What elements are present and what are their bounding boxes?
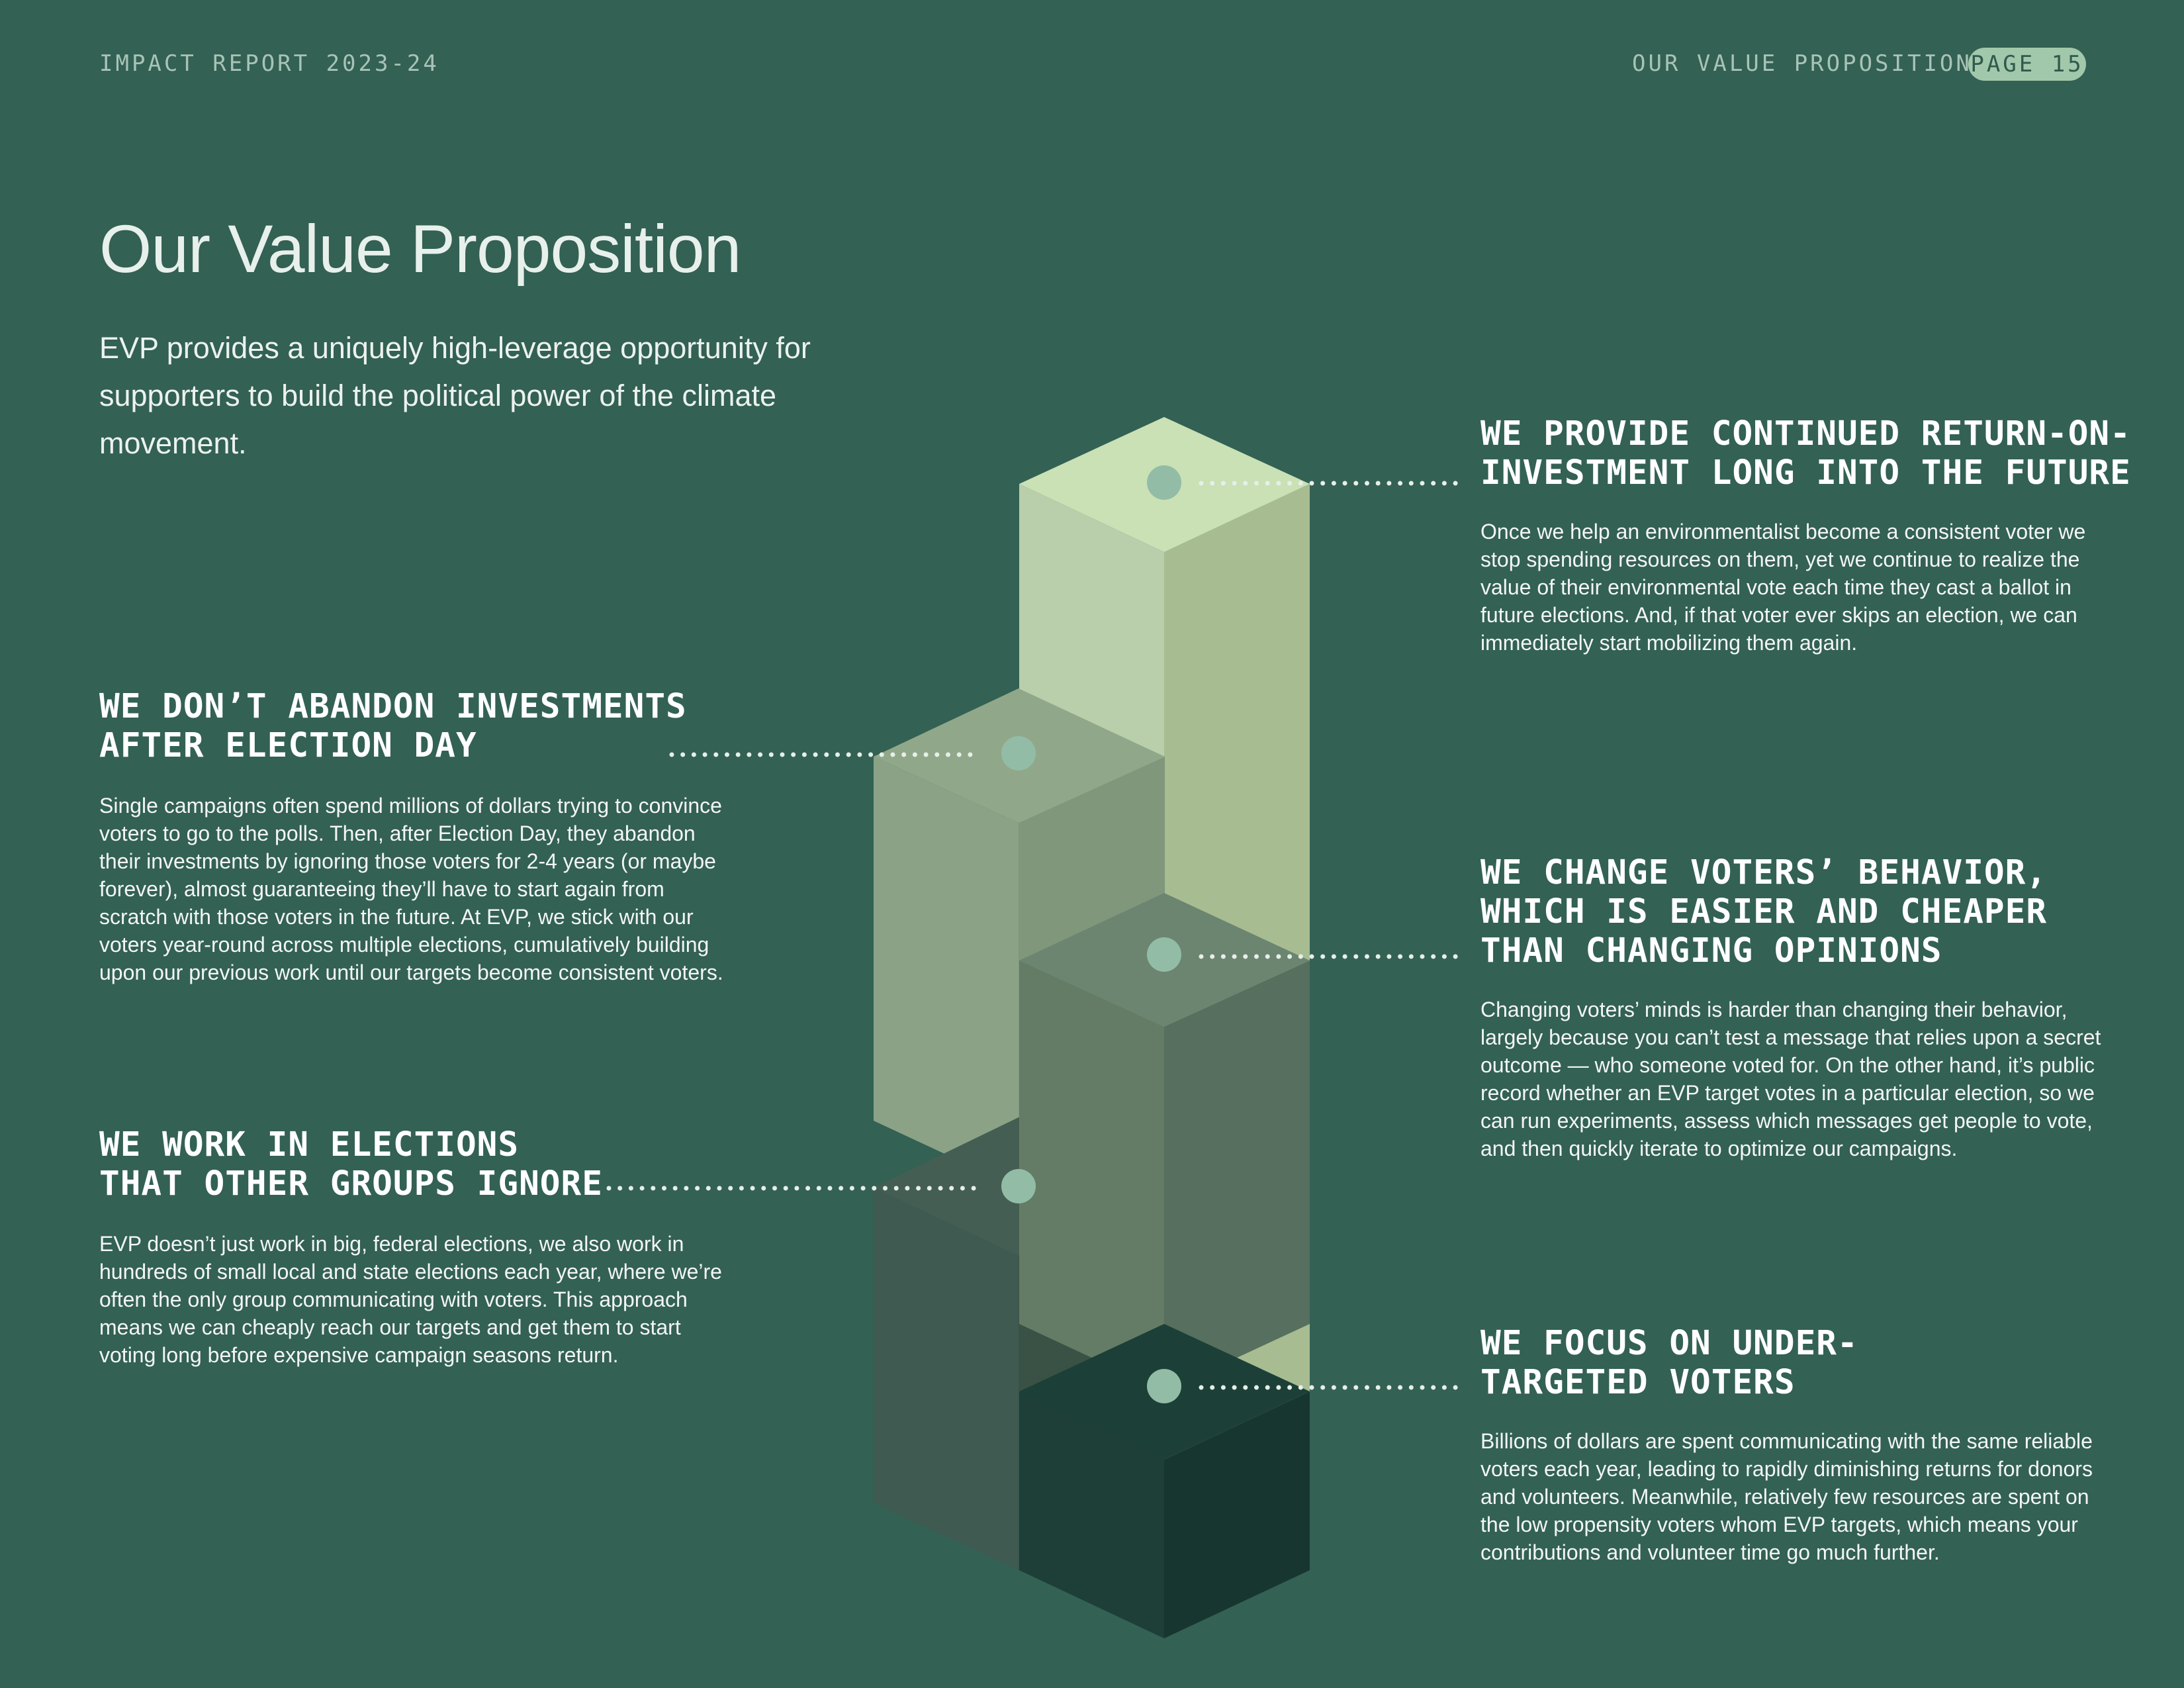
marker-dot-5 (1147, 1369, 1181, 1403)
heading-change-behavior: WE CHANGE VOTERS’ BEHAVIOR, WHICH IS EAS… (1480, 853, 2047, 970)
heading-line: WE WORK IN ELECTIONS (99, 1125, 520, 1164)
intro-paragraph: EVP provides a uniquely high-leverage op… (99, 331, 811, 460)
section-label: OUR VALUE PROPOSITION (1632, 50, 1972, 77)
block-base-right-face (1164, 1391, 1310, 1638)
marker-dot-2 (1001, 736, 1036, 771)
block-upper-mid-right-face (1164, 961, 1310, 1391)
body-dont-abandon: Single campaigns often spend millions of… (99, 794, 723, 984)
block-base-left-face (1019, 1391, 1164, 1638)
block-upper-mid-left-face (1019, 961, 1164, 1391)
body-under-targeted: Billions of dollars are spent communicat… (1480, 1429, 2093, 1564)
heading-line: TARGETED VOTERS (1480, 1363, 1796, 1402)
heading-work-in-elections: WE WORK IN ELECTIONS THAT OTHER GROUPS I… (99, 1125, 603, 1203)
heading-continued-roi: WE PROVIDE CONTINUED RETURN-ON- INVESTME… (1480, 414, 2131, 492)
heading-line: THAT OTHER GROUPS IGNORE (99, 1164, 603, 1203)
marker-dot-4 (1001, 1169, 1036, 1203)
body-continued-roi: Once we help an environmentalist become … (1480, 520, 2086, 655)
heading-line: WE PROVIDE CONTINUED RETURN-ON- (1480, 414, 2131, 453)
page-title: Our Value Proposition (99, 211, 741, 287)
page-number-badge: PAGE 15 (1968, 48, 2086, 81)
heading-line: INVESTMENT LONG INTO THE FUTURE (1480, 453, 2131, 492)
heading-dont-abandon: WE DON’T ABANDON INVESTMENTS AFTER ELECT… (99, 687, 687, 765)
heading-under-targeted: WE FOCUS ON UNDER- TARGETED VOTERS (1480, 1324, 1858, 1402)
block-low-left-face (874, 1188, 1019, 1570)
heading-line: THAN CHANGING OPINIONS (1480, 931, 1942, 970)
report-label: IMPACT REPORT 2023-24 (99, 50, 439, 77)
block-mid-left-face (874, 757, 1019, 1188)
heading-line: WHICH IS EASIER AND CHEAPER (1480, 892, 2048, 931)
marker-dot-1 (1147, 465, 1181, 500)
heading-line: AFTER ELECTION DAY (99, 726, 477, 765)
heading-line: WE FOCUS ON UNDER- (1480, 1324, 1858, 1363)
body-work-in-elections: EVP doesn’t just work in big, federal el… (99, 1232, 722, 1367)
heading-line: WE DON’T ABANDON INVESTMENTS (99, 687, 687, 726)
body-change-behavior: Changing voters’ minds is harder than ch… (1480, 998, 2101, 1160)
marker-dot-3 (1147, 937, 1181, 972)
heading-line: WE CHANGE VOTERS’ BEHAVIOR, (1480, 853, 2048, 892)
